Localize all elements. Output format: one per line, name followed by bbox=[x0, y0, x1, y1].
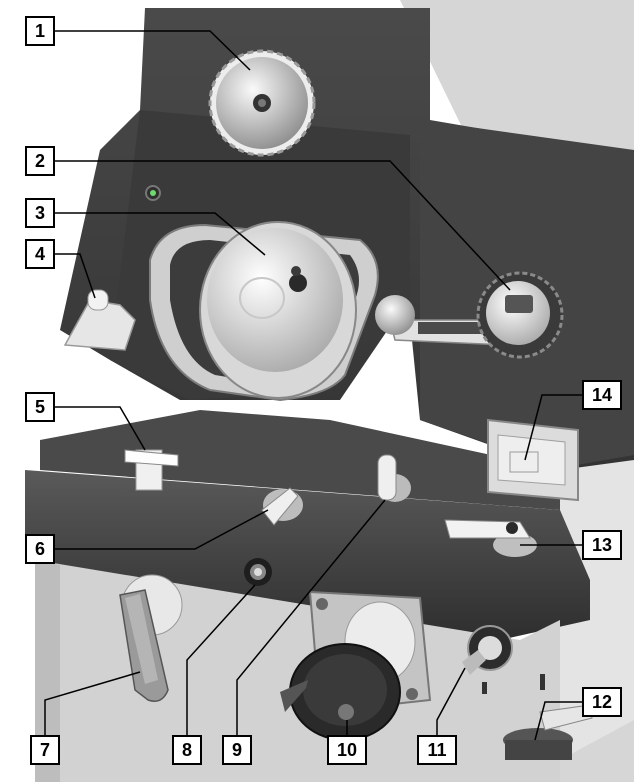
callout-13: 13 bbox=[582, 530, 622, 560]
leader-11 bbox=[436, 667, 466, 735]
leader-14 bbox=[524, 394, 582, 461]
callout-3: 3 bbox=[25, 198, 55, 228]
leader-4 bbox=[55, 253, 96, 299]
base-valve-12 bbox=[503, 704, 593, 760]
leader-2 bbox=[55, 160, 511, 291]
big-handle-7 bbox=[119, 574, 183, 702]
leader-lines bbox=[44, 30, 597, 741]
callout-11: 11 bbox=[417, 735, 457, 765]
callout-12: 12 bbox=[582, 687, 622, 717]
callout-10: 10 bbox=[327, 735, 367, 765]
horizontal-lever-13 bbox=[444, 519, 537, 557]
filler-cone bbox=[63, 289, 136, 351]
leader-3 bbox=[55, 212, 266, 256]
round-lid-assembly bbox=[149, 221, 379, 402]
callout-5: 5 bbox=[25, 392, 55, 422]
small-connector-8 bbox=[244, 558, 272, 586]
display-unit bbox=[487, 418, 579, 502]
toggle-lever-5 bbox=[124, 449, 179, 491]
callout-7: 7 bbox=[30, 735, 60, 765]
leader-12 bbox=[534, 701, 597, 741]
leader-5 bbox=[55, 406, 146, 451]
upright-lever-9 bbox=[377, 454, 411, 502]
leader-1 bbox=[55, 30, 251, 71]
lower-body-shade bbox=[35, 560, 60, 782]
lever-handle bbox=[375, 271, 564, 359]
small-lever-6 bbox=[261, 487, 303, 526]
leader-8 bbox=[186, 584, 256, 735]
machine-body-side bbox=[560, 440, 634, 760]
coupling-10 bbox=[280, 590, 432, 741]
callout-1: 1 bbox=[25, 16, 55, 46]
callout-4: 4 bbox=[25, 239, 55, 269]
leader-9 bbox=[236, 499, 386, 735]
slot bbox=[482, 682, 487, 694]
callout-14: 14 bbox=[582, 380, 622, 410]
front-shelf-top bbox=[40, 410, 560, 510]
leader-7 bbox=[44, 671, 141, 735]
callout-8: 8 bbox=[172, 735, 202, 765]
front-shelf bbox=[25, 470, 590, 640]
callout-6: 6 bbox=[25, 534, 55, 564]
slot bbox=[540, 674, 545, 690]
toothed-knob bbox=[208, 49, 316, 157]
leader-6 bbox=[55, 509, 269, 550]
callout-2: 2 bbox=[25, 146, 55, 176]
callout-9: 9 bbox=[222, 735, 252, 765]
threaded-connector-11 bbox=[462, 625, 513, 675]
